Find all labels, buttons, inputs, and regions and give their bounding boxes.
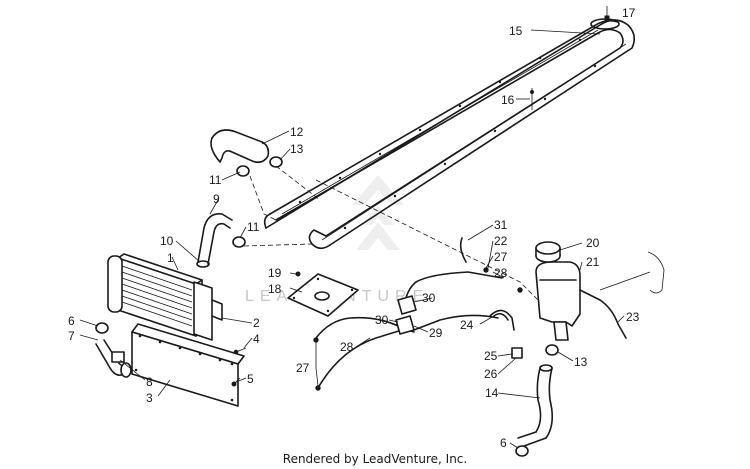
callout-22: 22: [494, 234, 508, 248]
coolant-tank: [535, 261, 581, 341]
callout-6: 6: [68, 314, 75, 328]
tunnel-rivet: [604, 6, 610, 21]
tank-cap: [535, 241, 561, 263]
cover-plate: [131, 323, 245, 407]
tee-fitting: [395, 295, 417, 335]
callout-18: 18: [268, 282, 282, 296]
hose-9: [196, 212, 233, 268]
callout-2: 2: [253, 316, 260, 330]
callout-30: 30: [375, 313, 389, 327]
callout-27: 27: [494, 250, 508, 264]
hose-clamp: [232, 156, 559, 356]
callout-24: 24: [460, 318, 474, 332]
callout-26: 26: [484, 367, 498, 381]
callout-28: 28: [340, 340, 354, 354]
heat-exchanger: [107, 253, 223, 341]
callout-1: 1: [167, 251, 174, 265]
callout-6: 6: [500, 436, 507, 450]
callout-labels: 1 2 3 4 5 6 7 8 9 10 11 11 12 13 13 14 1…: [68, 6, 640, 450]
screw: [231, 347, 247, 387]
callout-7: 7: [68, 329, 75, 343]
callout-28: 28: [494, 266, 508, 280]
callout-21: 21: [586, 255, 600, 269]
callout-4: 4: [253, 332, 260, 346]
callout-20: 20: [586, 236, 600, 250]
tank-bracket: [599, 251, 665, 294]
tunnel-cooler: [263, 18, 636, 250]
callout-17: 17: [622, 6, 636, 20]
connection-lines: [243, 165, 549, 311]
callout-31: 31: [494, 218, 508, 232]
callout-19: 19: [268, 266, 282, 280]
upper-hose: [210, 129, 270, 164]
callout-14: 14: [485, 386, 499, 400]
lower-hose: [517, 364, 554, 447]
fitting-25: [511, 347, 523, 359]
callout-15: 15: [509, 24, 523, 38]
callout-27: 27: [296, 361, 310, 375]
tunnel-stud: [530, 88, 534, 110]
watermark-logo: [352, 175, 404, 250]
callout-8: 8: [146, 375, 153, 389]
callout-29: 29: [429, 326, 443, 340]
render-credit: Rendered by LeadVenture, Inc.: [282, 452, 468, 466]
callout-25: 25: [484, 349, 498, 363]
access-plate: [287, 273, 359, 317]
overflow-tube: [579, 289, 627, 339]
callout-13: 13: [574, 355, 588, 369]
callout-10: 10: [160, 234, 174, 248]
callout-11: 11: [209, 173, 222, 187]
callout-16: 16: [501, 93, 515, 107]
callout-23: 23: [626, 310, 640, 324]
leader-lines: [79, 29, 625, 449]
hose-clamp-small: [313, 267, 523, 391]
callout-13: 13: [290, 142, 304, 156]
screw-19: [295, 271, 301, 277]
callout-11: 11: [247, 220, 260, 234]
callout-9: 9: [213, 192, 220, 206]
overflow-hose: [315, 237, 503, 389]
callout-30: 30: [422, 291, 436, 305]
hose-clamp: [95, 322, 529, 457]
bracket-24: [489, 309, 515, 331]
fitting-8: [111, 351, 125, 363]
callout-5: 5: [247, 372, 254, 386]
callout-12: 12: [290, 125, 304, 139]
callout-3: 3: [146, 391, 153, 405]
